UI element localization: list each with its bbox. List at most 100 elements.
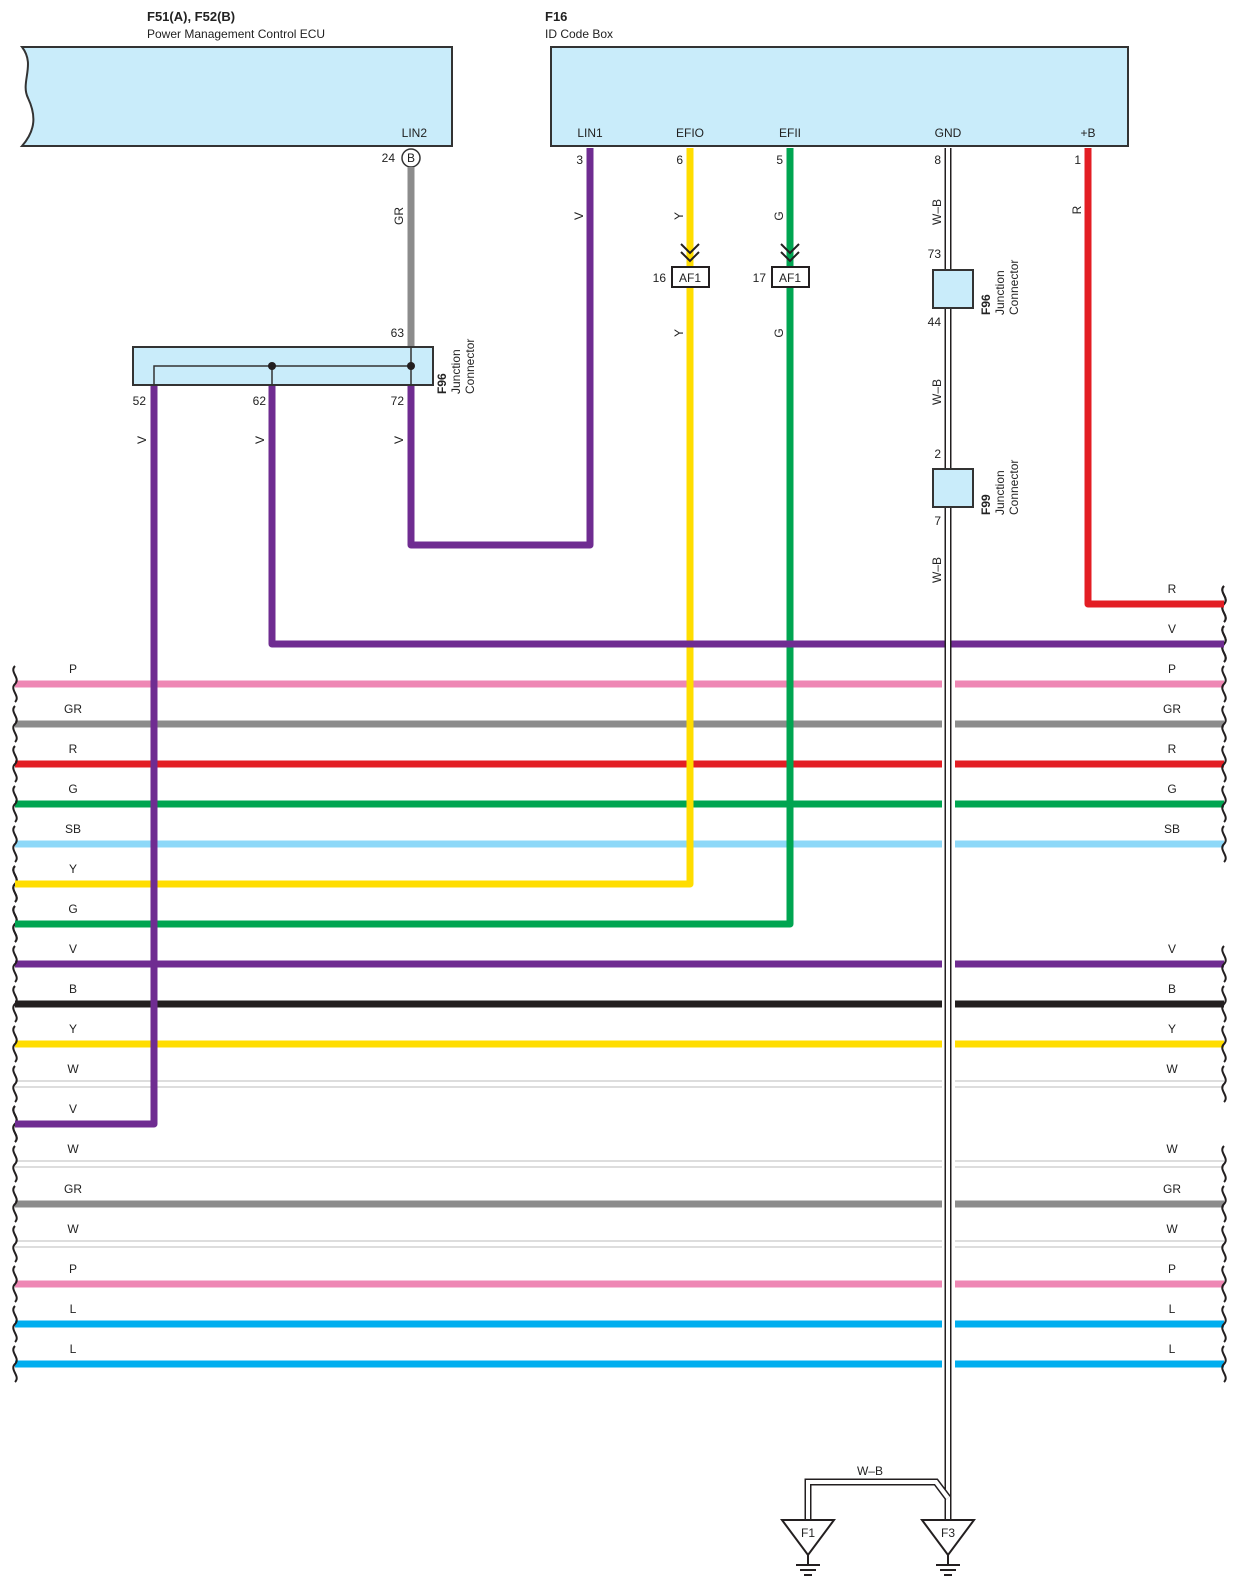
pin-name-lin1: LIN1	[577, 126, 603, 140]
ecu-box	[19, 46, 453, 147]
bus-label-left: R	[69, 742, 78, 756]
svg-text:Connector: Connector	[1007, 260, 1021, 315]
wire-label-jc72: V	[392, 436, 406, 444]
svg-text:F1: F1	[801, 1526, 815, 1540]
pin-num-efio: 6	[676, 153, 683, 167]
svg-text:F96: F96	[435, 373, 449, 394]
wire-ground-link	[804, 1478, 951, 1520]
bus-label-left: W	[67, 1062, 79, 1076]
jc-pin-73: 73	[928, 247, 942, 261]
break-mark-right	[1221, 1225, 1227, 1263]
bus-label-right: Y	[1168, 1022, 1176, 1036]
wire-efio-y	[15, 148, 694, 888]
break-mark-right	[1221, 705, 1227, 743]
break-mark-left	[12, 1345, 18, 1383]
bus-label-right: GR	[1163, 702, 1181, 716]
ecu-id: F51(A), F52(B)	[147, 9, 235, 24]
pin-name-b: +B	[1080, 126, 1095, 140]
wire-efii-g	[15, 148, 794, 928]
pin-name-efio: EFIO	[676, 126, 704, 140]
bus-label-left: L	[70, 1302, 77, 1316]
jc-pin-2: 2	[934, 447, 941, 461]
pin-num-lin1: 3	[576, 153, 583, 167]
bus-label-left: B	[69, 982, 77, 996]
wire-label-gnd-2: W–B	[930, 379, 944, 405]
break-mark-right	[1221, 985, 1227, 1023]
break-mark-right	[1221, 1145, 1227, 1183]
break-mark-left	[12, 1025, 18, 1063]
bus-label-left: GR	[64, 702, 82, 716]
break-mark-left	[12, 825, 18, 863]
wire-lin1-v	[407, 148, 594, 549]
ground-f1: F1	[780, 1519, 836, 1576]
break-mark-right	[1221, 785, 1227, 823]
junction-f99	[932, 468, 974, 508]
bus-label-left: W	[67, 1222, 79, 1236]
break-mark-left	[12, 705, 18, 743]
pin-name-efii: EFII	[779, 126, 801, 140]
splice-dot	[407, 362, 415, 370]
connector-af1-efio: AF1 16	[653, 243, 710, 288]
pin-num-gnd: 8	[934, 153, 941, 167]
wire-label-efio-top: Y	[672, 212, 686, 220]
bus-label-right: L	[1169, 1342, 1176, 1356]
break-mark-right	[1221, 1185, 1227, 1223]
bus-label-left: V	[69, 1102, 77, 1116]
bus-wire: SB SB	[12, 822, 1227, 863]
pin-name-lin2: LIN2	[402, 126, 428, 140]
svg-text:F96: F96	[979, 294, 993, 315]
break-mark-left	[12, 985, 18, 1023]
bus-label-right: W	[1166, 1142, 1178, 1156]
junction-f96-bus	[153, 365, 411, 385]
idbox-id: F16	[545, 9, 567, 24]
break-mark-left	[12, 745, 18, 783]
jc-pin-44: 44	[928, 315, 942, 329]
bus-label-right: P	[1168, 1262, 1176, 1276]
svg-text:Connector: Connector	[463, 339, 477, 394]
break-mark-left	[12, 665, 18, 703]
break-mark-right	[1221, 1305, 1227, 1343]
pin-num-b: 1	[1074, 153, 1081, 167]
break-mark-left	[12, 785, 18, 823]
bus-label-right: G	[1167, 782, 1176, 796]
bus-label-right: R	[1168, 742, 1177, 756]
idbox-name: ID Code Box	[545, 27, 613, 41]
break-mark-right	[1221, 1025, 1227, 1063]
ground-f3: F3	[920, 1519, 976, 1576]
svg-text:Connector: Connector	[1007, 460, 1021, 515]
bus-label-left: Y	[69, 862, 77, 876]
idbox-box	[550, 46, 1129, 147]
pin-name-gnd: GND	[935, 126, 962, 140]
junction-f96-main-label: F96 Junction Connector	[435, 339, 477, 394]
pin-num-efii: 5	[776, 153, 783, 167]
bus-label-right: R	[1168, 582, 1177, 596]
bus-label-right: SB	[1164, 822, 1180, 836]
break-mark-right	[1221, 1265, 1227, 1303]
wire-label-jc62: V	[253, 436, 267, 444]
bus-label-left: SB	[65, 822, 81, 836]
junction-f99-label: F99 Junction Connector	[979, 460, 1021, 515]
wire-label-jc52: V	[135, 436, 149, 444]
svg-text:Junction: Junction	[993, 470, 1007, 515]
svg-text:Junction: Junction	[993, 270, 1007, 315]
jc-pin-7: 7	[934, 514, 941, 528]
bus-wire: GR GR	[12, 702, 1227, 743]
bus-label-left: G	[68, 902, 77, 916]
break-mark-right	[1221, 665, 1227, 703]
jc-pin-52: 52	[133, 394, 147, 408]
wire-label-gnd-3: W–B	[930, 557, 944, 583]
bus-label-left: G	[68, 782, 77, 796]
bus-label-left: V	[69, 942, 77, 956]
jc-pin-72: 72	[391, 394, 405, 408]
wire-label-ground-link: W–B	[857, 1464, 883, 1478]
break-mark-left	[12, 1145, 18, 1183]
svg-text:Junction: Junction	[449, 349, 463, 394]
break-mark-right	[1221, 1345, 1227, 1383]
